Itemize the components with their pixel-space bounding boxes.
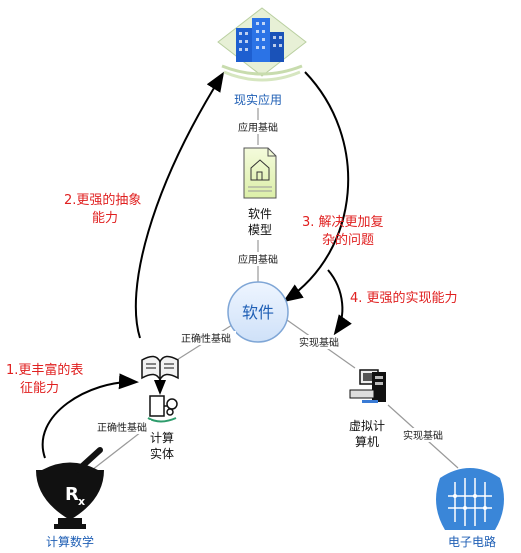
virtual-computer-label-line1: 虚拟计 bbox=[349, 419, 385, 433]
computer-icon bbox=[349, 369, 386, 403]
arrow-2-label-line2: 能力 bbox=[92, 211, 118, 226]
software-model-label-line2: 模型 bbox=[248, 223, 272, 237]
circuit-board-icon bbox=[436, 468, 504, 530]
building-icon bbox=[217, 7, 307, 82]
circuit-label: 电子电路 bbox=[448, 534, 496, 549]
edge-label-impl-basis: 实现基础 bbox=[299, 336, 339, 349]
software-core-circle bbox=[227, 281, 289, 343]
computing-entity-label-line2: 实体 bbox=[150, 446, 174, 461]
computing-math-label: 计算数学 bbox=[46, 534, 94, 549]
edge-label-correctness-basis: 正确性基础 bbox=[181, 332, 231, 345]
flowchart-icon bbox=[147, 395, 178, 423]
arrow-1-label-line2: 征能力 bbox=[20, 381, 59, 396]
svg-text:R: R bbox=[65, 484, 79, 505]
computing-entity-label-line1: 计算 bbox=[150, 430, 174, 445]
software-core-label: 软件 bbox=[242, 303, 274, 322]
virtual-computer-label-line2: 算机 bbox=[355, 434, 379, 449]
real-apps-label: 现实应用 bbox=[234, 92, 282, 107]
edge-label-impl-basis-2: 实现基础 bbox=[403, 429, 443, 442]
arrow-4-label: 4. 更强的实现能力 bbox=[350, 290, 458, 306]
edge-label-app-basis: 应用基础 bbox=[238, 121, 278, 134]
arrow-1-label-line1: 1.更丰富的表 bbox=[6, 362, 83, 378]
arrow-3-label-line2: 杂的问题 bbox=[322, 232, 374, 248]
book-icon bbox=[141, 355, 179, 383]
arrow-4 bbox=[327, 269, 352, 336]
capability-arrows bbox=[41, 71, 352, 459]
arrow-2 bbox=[134, 71, 225, 339]
svg-text:x: x bbox=[78, 495, 85, 508]
software-model-label-line1: 软件 bbox=[248, 207, 272, 221]
document-house-icon bbox=[243, 147, 277, 199]
arrow-3-label-line1: 3. 解决更加复 bbox=[302, 215, 384, 230]
arrow-1 bbox=[41, 373, 139, 459]
arrow-2-label-line1: 2.更强的抽象 bbox=[64, 192, 141, 208]
arrow-3 bbox=[282, 71, 350, 303]
edge-label-app-basis-2: 应用基础 bbox=[238, 253, 278, 266]
mortar-rx-icon: R x bbox=[36, 447, 104, 529]
edge-label-correctness-basis-2: 正确性基础 bbox=[97, 421, 147, 434]
